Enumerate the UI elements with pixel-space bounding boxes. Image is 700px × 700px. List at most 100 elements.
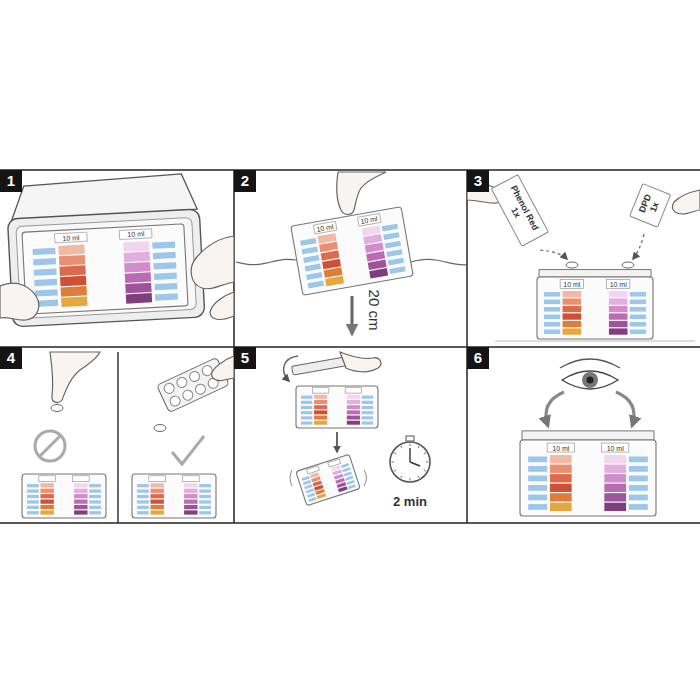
color-swatch: [184, 510, 197, 514]
color-swatch: [366, 251, 385, 261]
divider: [117, 352, 119, 523]
tablet-packet: DPD 1x: [629, 183, 671, 228]
scale-tab: [528, 495, 547, 501]
scale-tab: [306, 489, 314, 494]
scale-tab: [385, 241, 401, 249]
scale-tab: [89, 495, 101, 498]
stopwatch-tick: [424, 470, 426, 471]
scale-tab: [89, 489, 101, 492]
node-text: 2: [239, 170, 251, 192]
scale-tab: [308, 497, 316, 502]
scale-tab: [137, 506, 149, 509]
color-swatch: [321, 250, 340, 260]
scale-header: [119, 229, 152, 240]
step-number: 6: [467, 347, 489, 369]
color-swatch: [563, 298, 582, 304]
scale-tab: [34, 268, 57, 275]
panel-border: [0, 169, 700, 171]
scale-tab: [388, 258, 404, 266]
scale-tab: [27, 489, 39, 492]
scale-tab: [305, 264, 321, 272]
scale-tab: [137, 484, 149, 487]
scale-header: [54, 232, 87, 243]
scale-tab: [342, 467, 350, 472]
scale-tab: [301, 396, 312, 399]
color-swatch: [609, 321, 628, 327]
scale-tab: [303, 480, 311, 485]
comparator: [296, 386, 378, 428]
color-swatch: [550, 503, 572, 511]
scale-tab: [362, 406, 373, 409]
color-swatch: [609, 291, 628, 297]
color-swatch: [314, 410, 327, 414]
color-swatch: [563, 321, 582, 327]
scale-tab: [386, 249, 402, 257]
color-swatch: [322, 259, 341, 269]
scale-tab: [27, 500, 39, 503]
scale-tab: [302, 476, 310, 481]
check-mark: [172, 436, 204, 464]
scale-tab: [629, 476, 648, 482]
scale-header: [39, 476, 56, 482]
node-text: 1: [5, 170, 17, 192]
scale-tab: [199, 484, 211, 487]
tablet-packet: Phenol Red 1x: [491, 174, 549, 247]
scale-tab: [630, 292, 646, 296]
color-swatch: [125, 272, 151, 283]
scale-tab: [137, 489, 149, 492]
stopwatch-hand: [410, 462, 420, 466]
color-swatch: [74, 483, 87, 487]
scale-tab: [629, 466, 648, 472]
scale-tab: [362, 421, 373, 424]
comparator: [132, 474, 216, 518]
color-swatch: [550, 465, 572, 473]
time-label: 2 min: [393, 495, 427, 508]
hand: [191, 236, 234, 289]
volume-label: 10 ml: [552, 444, 569, 451]
scale-header: [312, 388, 328, 393]
scale-tab: [528, 466, 547, 472]
volume-label: 10 ml: [62, 234, 79, 242]
stopwatch-tick: [394, 470, 396, 471]
scale-tab: [528, 504, 547, 510]
scale-header: [547, 443, 574, 452]
scale-tab: [301, 406, 312, 409]
color-swatch: [124, 262, 150, 273]
color-swatch: [150, 489, 163, 493]
color-swatch: [126, 293, 152, 304]
scale-tab: [629, 485, 648, 491]
stopwatch-tick: [426, 462, 429, 463]
scale-header: [602, 443, 629, 452]
scale-tab: [307, 493, 315, 498]
color-swatch: [74, 489, 87, 493]
motion-line: [290, 470, 292, 486]
stopwatch-tick: [418, 446, 419, 448]
stopwatch-tick: [418, 476, 419, 478]
volume-label: 10 ml: [610, 280, 627, 287]
color-swatch: [184, 483, 197, 487]
color-swatch: [563, 328, 582, 334]
scale-tab: [89, 484, 101, 487]
scale-tab: [301, 411, 312, 414]
color-swatch: [368, 260, 387, 270]
scale-tab: [528, 476, 547, 482]
scale-header: [560, 279, 583, 288]
volume-label: 10 ml: [563, 280, 580, 287]
color-swatch: [324, 267, 343, 277]
scale-header: [149, 476, 166, 482]
scale-tab: [199, 500, 211, 503]
color-swatch: [314, 421, 327, 425]
hand: [0, 283, 39, 320]
stopwatch-tick: [410, 478, 411, 481]
blister-cell: [175, 376, 188, 389]
scale-tab: [155, 293, 178, 300]
comparator-body: [520, 440, 656, 516]
color-swatch: [604, 493, 626, 501]
color-swatch: [184, 505, 197, 509]
color-swatch: [365, 243, 384, 253]
tablet: [51, 405, 63, 412]
step-number: 1: [0, 170, 22, 192]
color-swatch: [125, 283, 151, 294]
comparator: [520, 431, 656, 516]
scale-tab: [630, 330, 646, 334]
